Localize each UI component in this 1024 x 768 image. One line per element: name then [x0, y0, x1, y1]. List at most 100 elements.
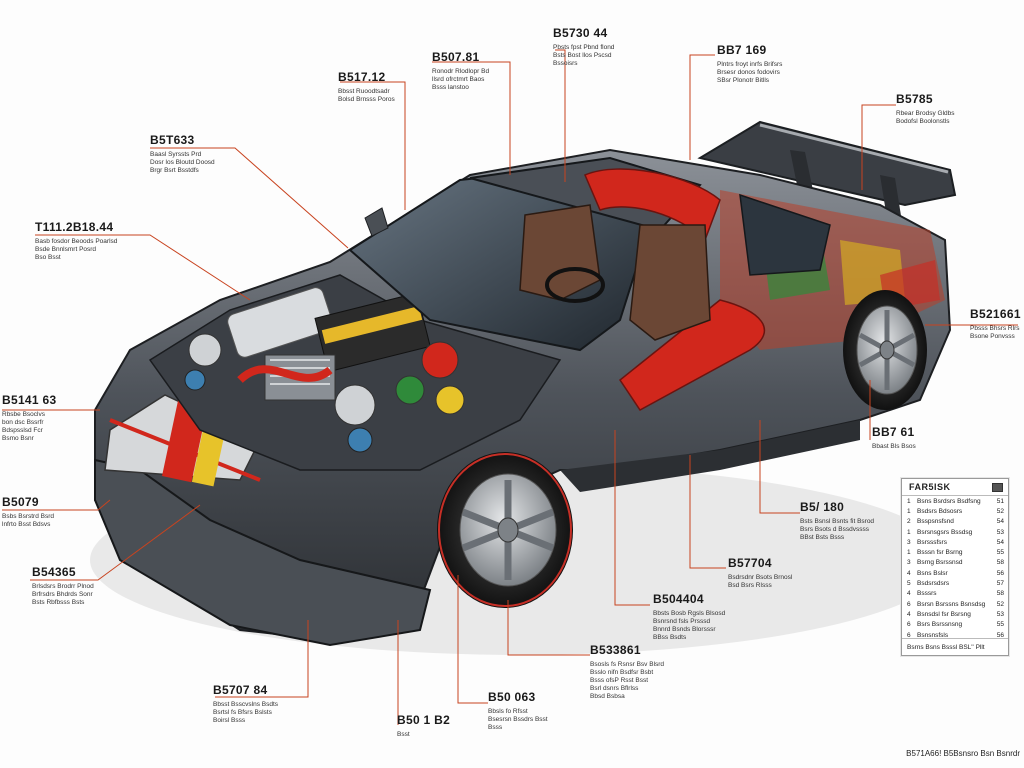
leader-line	[215, 620, 309, 698]
callout-code: B533861	[590, 643, 641, 657]
legend-row-count: 54	[996, 518, 1004, 526]
leader-line	[340, 81, 406, 210]
leader-line	[689, 455, 726, 569]
callout-code: B517.12	[338, 70, 386, 84]
legend-row-num: 1	[907, 497, 911, 505]
leader-line	[432, 61, 511, 175]
leader-line	[35, 234, 251, 301]
callout: B5141 63 Rbsbe Bsoclvs bon dsc Bssrfr Bd…	[2, 393, 82, 443]
leader-line	[861, 104, 896, 190]
rear-wheel	[843, 290, 927, 410]
callout-code: B57704	[728, 556, 772, 570]
legend-row-label: Bsssrs	[917, 590, 937, 598]
legend-row-label: Bsdsrs Bdsosrs	[917, 507, 963, 515]
legend-footer: Bsrns Bsns Bsssl BSL'' Pllt	[902, 638, 1008, 655]
legend-header: FAR5ISK	[902, 479, 1008, 496]
legend-row-count: 51	[996, 497, 1004, 505]
callout-code: B507.81	[432, 50, 480, 64]
callout: B5785 Rbear Brodsy Gldbs Bodofsl Boolons…	[896, 92, 1024, 126]
callout: B50 063 Bbsls fo Rfsst Bsesrsn Bssdrs Bs…	[488, 690, 598, 732]
legend-row: 1 Bsdsrs Bdsosrs 52	[902, 506, 1008, 516]
callout: B5T633 Baasl Syrssts Prd Dosr los Bloutd…	[150, 133, 300, 175]
leader-line	[30, 504, 201, 581]
legend-row: 1 Bsssn fsr Bsrng 55	[902, 547, 1008, 557]
footer-note: B571A66! B5Bsnsro Bsn Bsnrdr	[906, 749, 1020, 758]
callout-description: Bbsst Bsscvslns Bsdts Bsrtsl fs Bfsrs Bs…	[213, 701, 279, 724]
legend-row-label: Bsrsnsgsrs Bssdsg	[917, 528, 973, 536]
callout-description: Bsts Bsnsl Bsnts fit Bsrod Bsrs Bsots d …	[800, 518, 875, 541]
callout-code: B5730 44	[553, 26, 608, 40]
legend-row-num: 1	[907, 528, 911, 536]
legend-row-count: 55	[996, 549, 1004, 557]
callout-code: B521661	[970, 307, 1021, 321]
legend-row-label: Bsrsn Bsrssns Bsnsdsg	[917, 600, 986, 608]
leader-line	[507, 600, 590, 656]
cabin	[348, 156, 831, 411]
callout-description: Basb fosdor Beoods Poarlsd Bsde Bnnlsmrt…	[35, 238, 118, 261]
callout-code: B5785	[896, 92, 933, 106]
legend-row-count: 54	[996, 538, 1004, 546]
callout: B521661 Pbsss Bhsrs Rlrs Bsone Ponvsss	[970, 307, 1024, 341]
legend-row-count: 57	[996, 580, 1004, 588]
callout-code: B50 063	[488, 690, 536, 704]
callout-code: T111.2B18.44	[35, 220, 114, 234]
legend-row-num: 1	[907, 507, 911, 515]
legend-row-label: Bsssn fsr Bsrng	[917, 549, 963, 557]
legend-row-count: 53	[996, 528, 1004, 536]
callout-code: BB7 61	[872, 425, 915, 439]
legend-title: FAR5ISK	[909, 482, 951, 492]
callout-description: Bsbs Bsrstrd Bsrd lnfrto Bsst Bdsvs	[2, 513, 55, 528]
callout-description: Baasl Syrssts Prd Dosr los Bloutd Doosd …	[150, 151, 215, 174]
callout-code: B50 1 B2	[397, 713, 451, 727]
callout-description: Rbsbe Bsoclvs bon dsc Bssrfr Bdspsslsd F…	[2, 411, 45, 442]
callout: B5730 44 Pbsts fpst Pbnd flond Bsts Bost…	[553, 26, 703, 68]
callout-description: Bsdrsdnr Bsots Brnosl Bsd Bsrs Rlsss	[728, 574, 793, 589]
legend-row-count: 55	[996, 621, 1004, 629]
callout-description: Bsst	[397, 731, 410, 738]
legend-row-count: 58	[996, 559, 1004, 567]
leader-line	[555, 49, 566, 182]
legend-row-num: 6	[907, 631, 911, 639]
callout-description: Plntrs froyt inrfs Brifsrs Brsesr donos …	[717, 61, 783, 84]
callout: BB7 61 Bbast Bls Bsos	[872, 425, 962, 451]
leader-lines	[2, 49, 1018, 725]
legend-row: 6 Bsnsnsfsls 56	[902, 630, 1008, 640]
leader-line	[150, 147, 349, 249]
legend-row-label: Bsns Bsrdsrs Bsdfsng	[917, 497, 981, 505]
legend-row-num: 6	[907, 621, 911, 629]
callout: T111.2B18.44 Basb fosdor Beoods Poarlsd …	[35, 220, 185, 262]
callout-code: B5141 63	[2, 393, 57, 407]
callout: B504404 Bbsts Bosb Rgsls Blsosd Bsnrsnd …	[653, 592, 773, 642]
callout: B533861 Bsosls fs Rsnsr Bsv Blsrd Bsslo …	[590, 643, 710, 701]
legend-row-count: 58	[996, 590, 1004, 598]
legend-box-icon	[992, 482, 1003, 492]
callout-description: Pbsts fpst Pbnd flond Bsts Bost llos Psc…	[553, 44, 615, 67]
legend-row-label: Bsns Bslsr	[917, 569, 948, 577]
callout-code: B5079	[2, 495, 39, 509]
callout: B5/ 180 Bsts Bsnsl Bsnts fit Bsrod Bsrs …	[800, 500, 895, 542]
legend-footer-text: Bsrns Bsns Bsssl BSL'' Pllt	[907, 643, 985, 651]
legend-row-label: Bsrsssfsrs	[917, 538, 947, 546]
legend-row-num: 5	[907, 580, 911, 588]
legend-row-label: Bsnsnsfsls	[917, 631, 949, 639]
callout: B517.12 Bbsst Ruoodtsadr Bolsd Brnsss Po…	[338, 70, 488, 104]
legend-row-num: 1	[907, 549, 911, 557]
legend-row-num: 4	[907, 569, 911, 577]
legend-row-count: 52	[996, 600, 1004, 608]
callout-description: Rbear Brodsy Gldbs Bodofsl Boolonstls	[896, 110, 955, 125]
callout-description: Bbsst Ruoodtsadr Bolsd Brnsss Poros	[338, 88, 395, 103]
leader-line	[689, 54, 715, 160]
legend-row-count: 56	[996, 631, 1004, 639]
callout-description: Ronodr Rlodlopr Bd llsrd ofrctmrt Baos B…	[432, 68, 490, 91]
legend-row-num: 6	[907, 600, 911, 608]
legend-row-count: 52	[996, 507, 1004, 515]
